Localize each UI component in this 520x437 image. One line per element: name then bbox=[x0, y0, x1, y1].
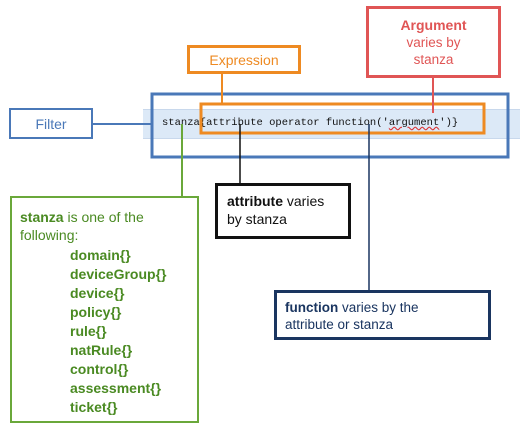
filter-label-box: Filter bbox=[9, 108, 93, 139]
filter-code-line: stanza{attribute operator function('argu… bbox=[162, 117, 458, 129]
expression-frame bbox=[199, 102, 486, 135]
stanza-label-box: stanza is one of the following: domain{}… bbox=[10, 196, 199, 423]
stanza-item: ticket{} bbox=[70, 399, 118, 415]
function-title: function bbox=[285, 300, 339, 315]
attribute-line2: by stanza bbox=[227, 211, 287, 227]
code-argument: argument bbox=[388, 117, 440, 129]
argument-label-box: Argument varies by stanza bbox=[366, 6, 501, 78]
stanza-item: policy{} bbox=[70, 304, 122, 320]
stanza-title: stanza bbox=[20, 209, 64, 225]
stanza-item: assessment{} bbox=[70, 380, 162, 396]
stanza-rest: is one of the bbox=[63, 209, 144, 225]
argument-line1: varies by bbox=[406, 34, 461, 50]
stanza-item: rule{} bbox=[70, 323, 107, 339]
stanza-line2: following: bbox=[20, 227, 79, 243]
attribute-rest: varies bbox=[283, 193, 325, 209]
stanza-item: natRule{} bbox=[70, 342, 133, 358]
function-line2: attribute or stanza bbox=[285, 317, 394, 332]
code-suffix: ')} bbox=[439, 117, 459, 129]
function-label-box: function varies by the attribute or stan… bbox=[274, 290, 491, 340]
stanza-item: domain{} bbox=[70, 247, 131, 263]
attribute-title: attribute bbox=[227, 193, 283, 209]
code-prefix: stanza{attribute operator function(' bbox=[162, 117, 389, 129]
filter-frame bbox=[150, 92, 510, 159]
stanza-item: device{} bbox=[70, 285, 125, 301]
stanza-item: deviceGroup{} bbox=[70, 266, 167, 282]
expression-label: Expression bbox=[209, 51, 279, 68]
stanza-list: domain{} deviceGroup{} device{} policy{}… bbox=[20, 246, 197, 417]
function-rest: varies by the bbox=[338, 300, 419, 315]
argument-title: Argument bbox=[400, 16, 467, 33]
argument-line2: stanza bbox=[413, 51, 454, 67]
expression-label-box: Expression bbox=[187, 45, 301, 74]
filter-label: Filter bbox=[35, 115, 67, 132]
stanza-item: control{} bbox=[70, 361, 129, 377]
attribute-label-box: attribute varies by stanza bbox=[215, 183, 351, 239]
